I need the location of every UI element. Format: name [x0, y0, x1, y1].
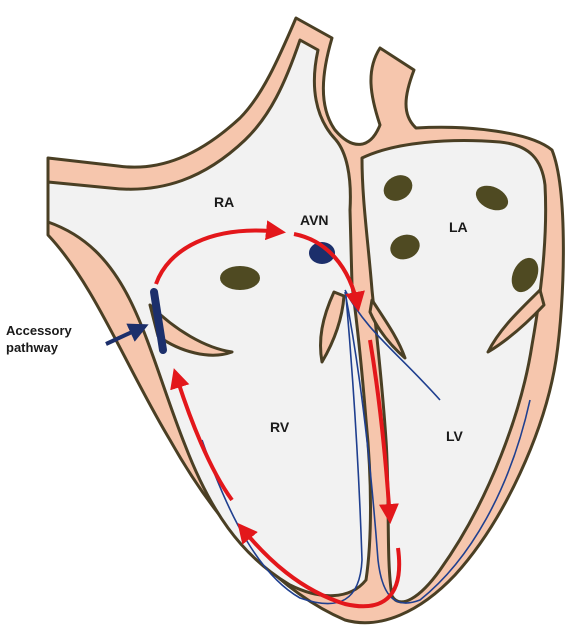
valve-opening-right-atrium	[220, 266, 260, 290]
label-accessory-line2: pathway	[6, 340, 59, 355]
label-accessory-line1: Accessory	[6, 323, 73, 338]
label-ra: RA	[214, 194, 234, 210]
label-lv: LV	[446, 428, 464, 444]
label-avn: AVN	[300, 212, 329, 228]
left-heart-cavity	[362, 141, 546, 602]
right-heart-cavity	[48, 40, 371, 596]
label-rv: RV	[270, 419, 290, 435]
label-la: LA	[449, 219, 468, 235]
